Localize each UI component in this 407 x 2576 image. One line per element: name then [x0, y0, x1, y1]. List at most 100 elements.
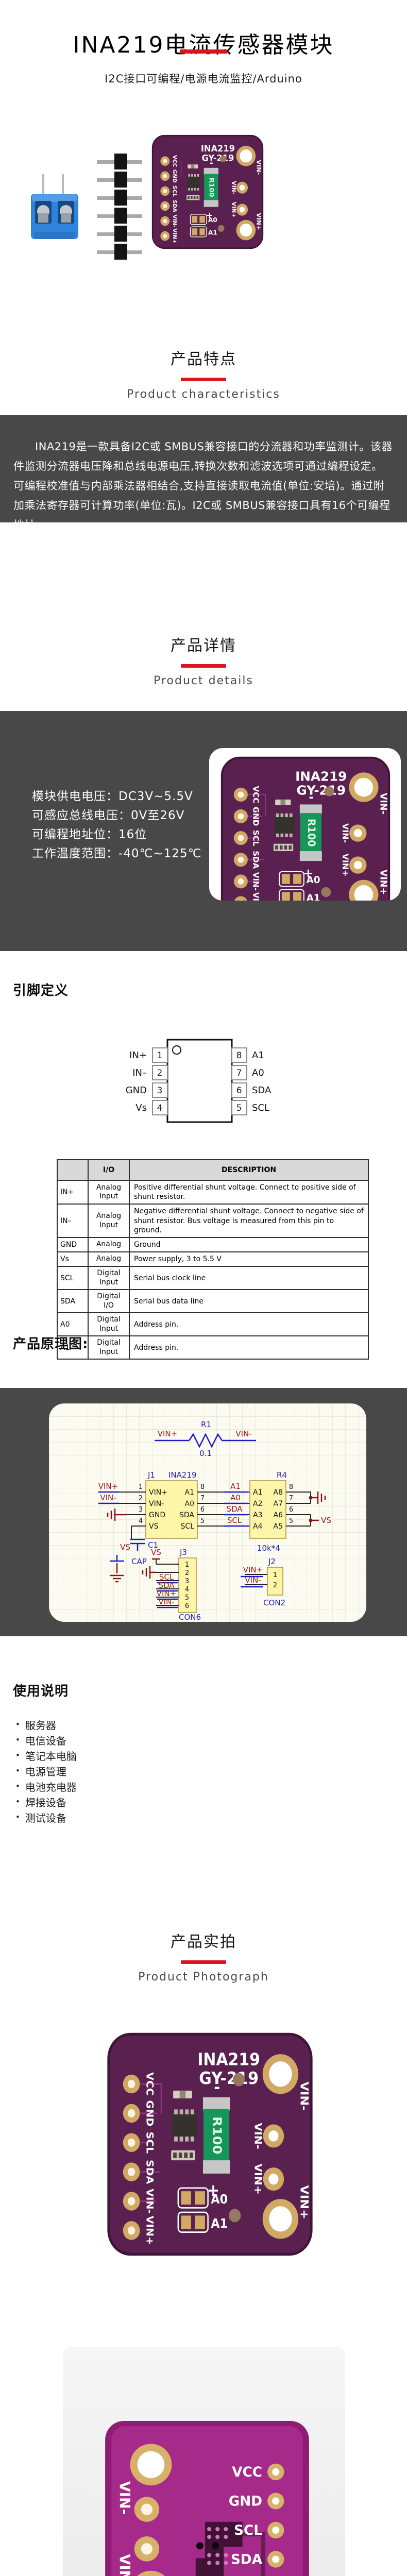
- photos-divider: [181, 1960, 226, 1964]
- title-divider: [180, 49, 227, 54]
- details-title-en: Product details: [154, 674, 253, 687]
- usage-heading: 使用说明: [13, 1684, 69, 1699]
- pcb-pin-label: GND: [251, 807, 260, 826]
- pin-number: 4: [185, 1586, 189, 1594]
- pin-desc: Positive differential shunt voltage. Con…: [129, 1179, 369, 1205]
- shunt-minus-label: -: [210, 158, 213, 167]
- gnd-symbol: [107, 1509, 126, 1521]
- table-header-desc: DESCRIPTION: [129, 1159, 369, 1181]
- net-label: A0: [230, 1493, 241, 1502]
- list-item: 电信设备: [15, 1732, 77, 1748]
- pin-number: 7: [289, 1495, 293, 1502]
- j2-wires: [245, 1574, 267, 1585]
- pin-label: SDA: [252, 1085, 272, 1096]
- shunt-minus-label: -: [309, 790, 314, 804]
- pin-label: A0: [252, 1067, 264, 1078]
- pcb-hole-label: VIN-: [378, 793, 388, 815]
- net-label: VIN-: [100, 1493, 116, 1502]
- pin-header-illustration: [97, 154, 142, 260]
- table-row: SCL Digital Input Serial bus clock line: [57, 1266, 369, 1291]
- pcb-hole-label: VIN-: [116, 2481, 132, 2515]
- port-label: VIN-: [149, 1500, 164, 1508]
- pcb-pin-label: SCL: [172, 185, 177, 197]
- pcb-hole-label: VIN+: [298, 2185, 311, 2219]
- net-label: VS: [120, 1543, 130, 1552]
- component-ref: R4: [277, 1470, 287, 1480]
- pin-table: I/O DESCRIPTION IN+ Analog Input Positiv…: [57, 1159, 369, 1360]
- details-panel: 模块供电电压：DC3V~5.5V 可感应总线电压：0V至26V 可编程地址位：1…: [0, 711, 407, 951]
- page-title: INA219电流传感器模块: [73, 32, 334, 59]
- list-item: 服务器: [15, 1717, 77, 1732]
- features-title-cn: 产品特点: [171, 350, 236, 368]
- port-label: A7: [274, 1500, 283, 1508]
- shunt-plus-label: +: [303, 866, 313, 880]
- port-label: VS: [149, 1522, 159, 1531]
- pcb-silk-name: INA219: [197, 2050, 260, 2070]
- pin-desc: Address pin.: [129, 1312, 369, 1337]
- net-label: VIN-: [158, 1597, 174, 1606]
- shunt-plus-label: +: [207, 2181, 219, 2200]
- pcb-pin-label: SDA: [172, 200, 177, 212]
- pin-number: 8: [200, 1483, 205, 1491]
- pcb-left-pads: [123, 2074, 140, 2240]
- pin-io: Analog Input: [88, 1179, 130, 1205]
- features-title-en: Product characteristics: [127, 388, 280, 401]
- net-label: VS: [321, 1516, 331, 1525]
- port-label: A4: [253, 1522, 263, 1531]
- pin-label: IN–: [132, 1067, 147, 1078]
- pin-number: 2: [273, 1582, 277, 1589]
- chip-pin-boxes: [152, 1047, 247, 1115]
- table-header-io: I/O: [88, 1159, 130, 1181]
- pin-name: Vs: [57, 1251, 89, 1267]
- pcb-pin-label: SCL: [144, 2131, 156, 2154]
- port-label: A2: [253, 1500, 262, 1508]
- usage-item-label: 电池充电器: [25, 1781, 77, 1793]
- c1-cap: [130, 1538, 145, 1551]
- pin-io: Analog Input: [88, 1204, 130, 1238]
- net-label: SCL: [227, 1516, 242, 1525]
- port-label: A3: [253, 1511, 262, 1519]
- pin-name: SDA: [57, 1289, 89, 1314]
- pcb-hole-label: VIN+: [230, 202, 237, 218]
- pcb-silk-model: GY-219: [201, 153, 234, 163]
- features-description: INA219是一款具备I2C或 SMBUS兼容接口的分流器和功率监测计。该器件监…: [13, 440, 393, 531]
- net-label: VIN+: [157, 1589, 176, 1598]
- pcb-left-pads: [233, 787, 248, 901]
- spec-item: 可编程地址位：16位: [32, 828, 147, 841]
- pin-number: 5: [289, 1517, 293, 1525]
- pcb-right-holes: [229, 2054, 299, 2239]
- pin-label: SCL: [252, 1103, 269, 1113]
- net-stubs: [157, 1582, 178, 1608]
- net-label: SCL: [159, 1572, 174, 1582]
- component-ref: C1: [148, 1540, 158, 1550]
- table-row: SDA Digital I/O Serial bus data line: [57, 1289, 369, 1314]
- jumper-a1-label: A1: [307, 893, 320, 901]
- pcb-pin-label: SDA: [231, 2552, 263, 2568]
- schematic-drawing: VIN+ R1 VIN- 0.1 J1 INA219: [98, 1420, 331, 1622]
- component-value: 0.1: [199, 1449, 212, 1458]
- net-stubs: [241, 1575, 263, 1588]
- terminal-block-illustration: [31, 174, 78, 239]
- pcb-hole-label: VIN-: [298, 2081, 311, 2111]
- pin-number: 5: [185, 1594, 189, 1602]
- pcb-silk-model: GY-219: [199, 2069, 259, 2089]
- port-label: A8: [274, 1488, 283, 1497]
- pin-name: GND: [57, 1236, 89, 1253]
- pcb-pin-label: VIN+: [144, 2216, 156, 2245]
- pcb-pin-label: VIN+: [172, 228, 177, 243]
- r4-wires: [286, 1492, 311, 1527]
- kit-photo: INA219 GY-219 VCC GND SCL SDA VIN- VIN+: [0, 118, 407, 268]
- pin-number: 4: [139, 1517, 143, 1525]
- ina219-chip: [171, 2090, 197, 2161]
- pin-number: 6: [236, 1086, 242, 1096]
- pin-io: Analog: [88, 1236, 130, 1253]
- port-label: A6: [274, 1511, 283, 1519]
- port-label: A1: [185, 1488, 194, 1497]
- usage-list: 服务器 电信设备 笔记本电脑 电源管理 电池充电器 焊接设备 测试设备: [15, 1717, 77, 1825]
- pin-name: IN–: [57, 1204, 89, 1238]
- port-label: A0: [185, 1500, 194, 1508]
- cap-symbol: [110, 1555, 124, 1562]
- shunt-resistor: [203, 2097, 230, 2174]
- net-label: VIN+: [158, 1429, 177, 1438]
